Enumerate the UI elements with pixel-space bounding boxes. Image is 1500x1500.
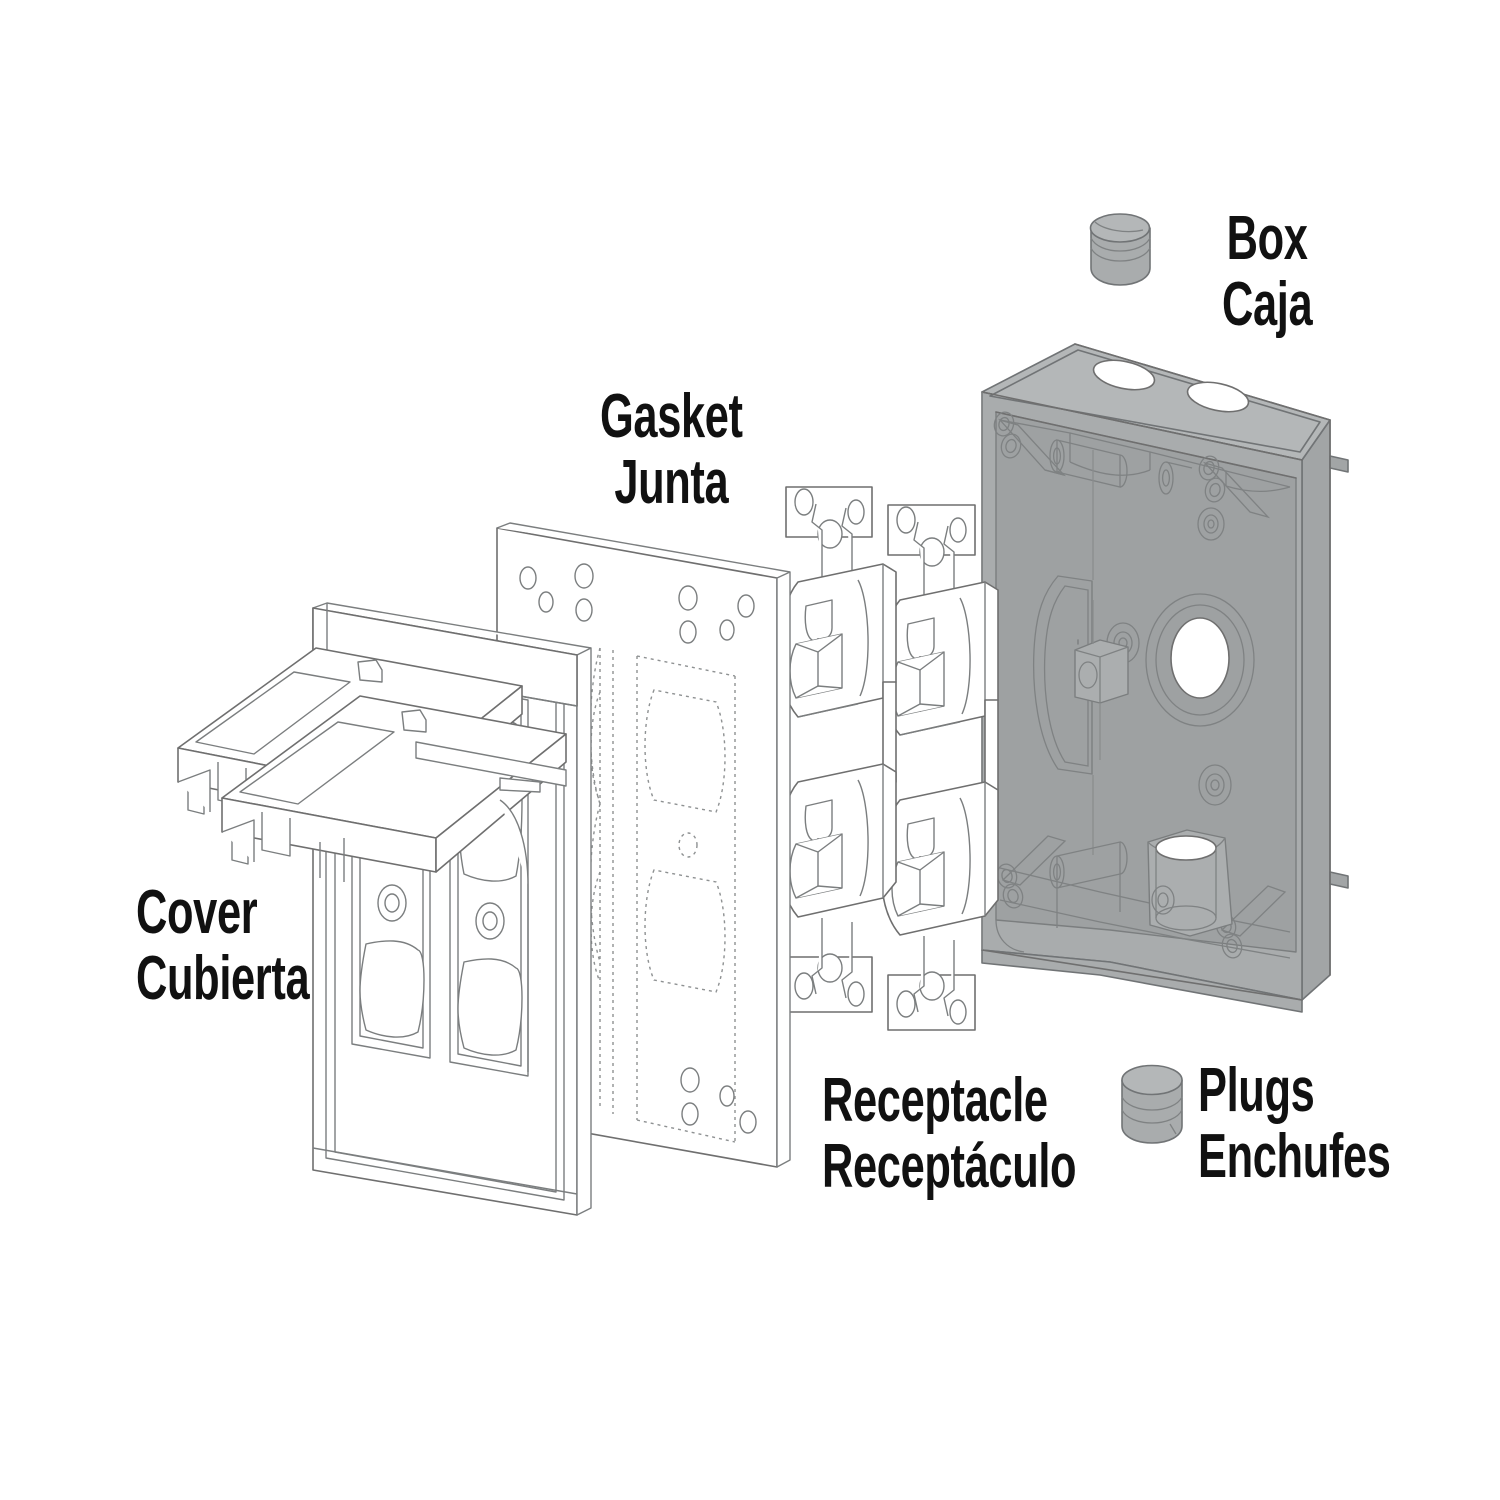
callout-gasket-spanish: Junta [614, 447, 729, 517]
callout-box: Box Caja [1222, 204, 1313, 339]
callout-plugs-english: Plugs [1198, 1056, 1315, 1125]
part-receptacle-right[interactable] [880, 504, 999, 1031]
callout-cover: Cover Cubierta [136, 878, 310, 1013]
box-top-hub-hole-left [1092, 359, 1156, 391]
box-clamp-block [1074, 639, 1129, 704]
cover-hinge-bar [415, 741, 567, 787]
gasket-holes-top [519, 563, 755, 644]
box-bottom-lip [981, 949, 1303, 1013]
box-center-hub [1145, 593, 1255, 727]
callout-plugs: Plugs Enchufes [1198, 1058, 1391, 1189]
callout-cover-english: Cover [136, 878, 258, 947]
box-interior-bottom-ribs [996, 835, 1291, 959]
callout-cover-spanish: Cubierta [136, 943, 310, 1013]
cover-lid-front[interactable] [221, 695, 567, 882]
part-box[interactable] [981, 343, 1349, 1013]
callout-gasket: Gasket Junta [600, 384, 743, 515]
box-mounting-tab-bottom [1329, 871, 1349, 889]
box-top-face [989, 349, 1321, 453]
callout-box-english: Box [1226, 204, 1308, 273]
part-plug-bottom[interactable] [1121, 1064, 1183, 1144]
part-cover[interactable] [177, 602, 592, 1216]
box-top-hub-hole-right [1186, 381, 1250, 413]
callout-receptacle: Receptacle Receptáculo [822, 1066, 1077, 1201]
cover-faceplate-edge [576, 647, 592, 1216]
callout-receptacle-english: Receptacle [822, 1066, 1048, 1135]
box-lower-boss [1198, 764, 1232, 806]
callout-box-spanish: Caja [1222, 269, 1313, 339]
box-right-face [1301, 419, 1331, 1001]
callout-gasket-english: Gasket [600, 382, 743, 451]
part-plug-top[interactable] [1089, 213, 1151, 286]
box-bottom-hub [1147, 829, 1233, 937]
callout-receptacle-spanish: Receptáculo [822, 1131, 1077, 1201]
box-mounting-tab-top [1329, 455, 1349, 473]
box-interior-top-ribs [993, 411, 1291, 541]
gasket-cutout-outline-right [636, 655, 736, 1143]
callout-plugs-spanish: Enchufes [1198, 1121, 1391, 1191]
part-receptacle-left[interactable] [778, 486, 897, 1013]
gasket-edge [776, 571, 791, 1168]
gasket-holes-bottom [680, 1067, 757, 1134]
